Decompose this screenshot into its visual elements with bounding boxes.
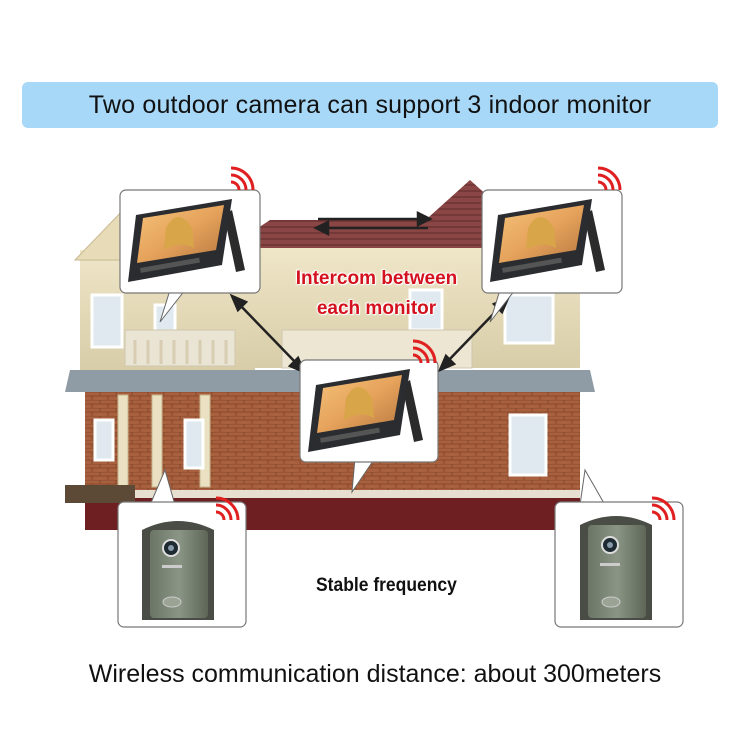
camera-callout-left <box>117 468 247 628</box>
stable-frequency-label: Stable frequency <box>316 575 457 596</box>
title-text: Two outdoor camera can support 3 indoor … <box>88 90 652 119</box>
signal-icon <box>215 496 240 521</box>
intercom-line-2: each monitor <box>316 298 437 319</box>
monitor-callout-top-left <box>119 166 261 323</box>
signal-icon <box>597 166 622 191</box>
intercom-label: Intercom between each monitor <box>284 264 469 324</box>
camera-callout-right <box>554 468 684 628</box>
indoor-monitor-icon <box>128 199 245 282</box>
footer-text: Wireless communication distance: about 3… <box>88 660 662 688</box>
title-banner: Two outdoor camera can support 3 indoor … <box>22 82 718 128</box>
signal-icon <box>230 166 255 191</box>
outdoor-camera-icon <box>142 521 214 620</box>
indoor-monitor-icon <box>308 369 423 452</box>
monitor-callout-top-right <box>481 166 623 323</box>
signal-icon <box>651 496 676 521</box>
signal-icon <box>412 339 437 364</box>
outdoor-camera-icon <box>580 516 652 620</box>
indoor-monitor-icon <box>490 199 605 282</box>
intercom-line-1: Intercom between <box>295 268 458 289</box>
sync-arrows <box>313 210 433 237</box>
monitor-callout-center <box>299 339 439 494</box>
